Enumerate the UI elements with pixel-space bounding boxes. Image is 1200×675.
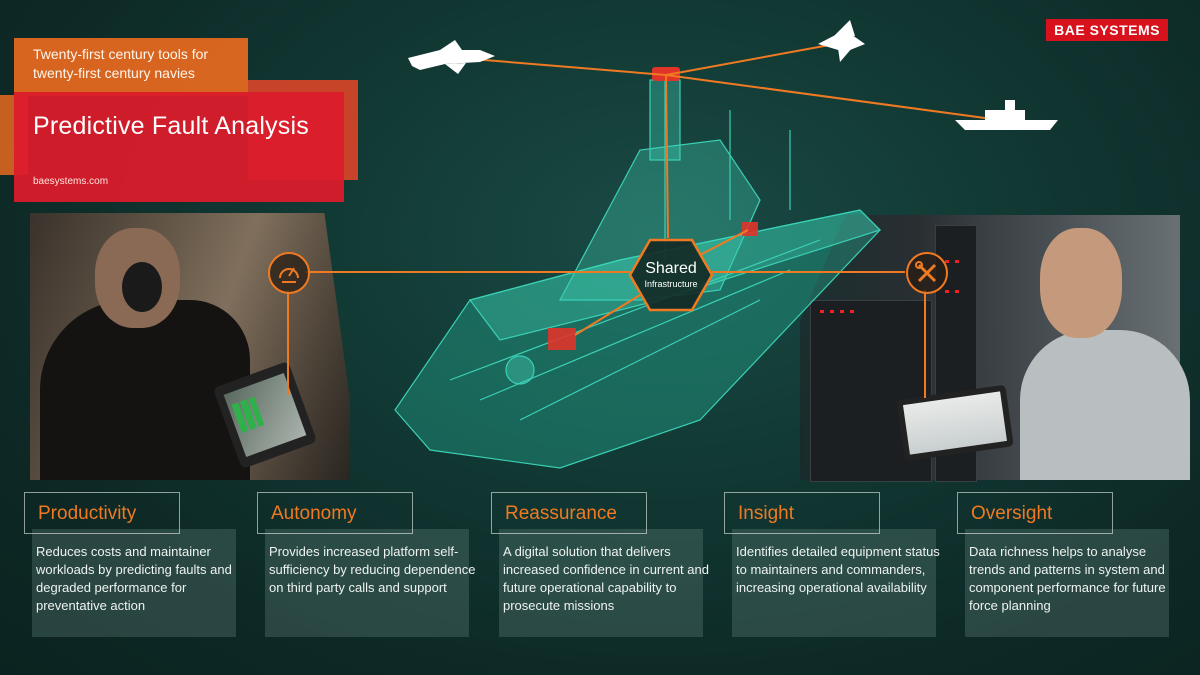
card-text: Provides increased platform self-suffici… <box>269 544 476 595</box>
card-body <box>499 529 703 637</box>
card-text: A digital solution that delivers increas… <box>503 544 709 613</box>
card-header <box>24 492 180 534</box>
card-title: Insight <box>738 503 794 524</box>
card-body <box>965 529 1169 637</box>
card-text: Reduces costs and maintainer workloads b… <box>36 544 232 613</box>
card-body <box>265 529 469 637</box>
header-subtitle: Twenty-first century tools for twenty-fi… <box>33 46 209 81</box>
site-url[interactable]: baesystems.com <box>33 176 109 187</box>
shared-infrastructure-hexagon <box>628 238 714 312</box>
page-title: Predictive Fault Analysis <box>33 112 309 140</box>
card-text: Identifies detailed equipment status to … <box>736 544 940 595</box>
gauge-icon[interactable] <box>268 252 310 294</box>
ship-icon <box>955 100 1058 130</box>
card-body <box>32 529 236 637</box>
card-text: Data richness helps to analyse trends an… <box>969 544 1166 613</box>
card-header <box>957 492 1113 534</box>
fault-component <box>742 222 758 236</box>
hub-subtitle: Infrastructure <box>644 279 698 289</box>
card-title: Reassurance <box>505 503 617 524</box>
card-title: Oversight <box>971 503 1053 524</box>
card-title: Autonomy <box>271 503 357 524</box>
jet-icon <box>818 20 865 62</box>
fault-component <box>548 328 576 350</box>
hub-title: Shared <box>645 260 697 277</box>
bae-logo: BAE SYSTEMS <box>1046 19 1168 41</box>
headset-icon <box>122 262 162 312</box>
wrench-screwdriver-icon[interactable] <box>906 252 948 294</box>
card-header <box>491 492 647 534</box>
header-orange-block <box>14 38 248 96</box>
jet-icon <box>408 40 495 74</box>
card-header <box>257 492 413 534</box>
card-header <box>724 492 880 534</box>
engineer-head <box>1040 228 1122 338</box>
ship-superstructure <box>559 139 761 301</box>
header-red-block <box>14 92 344 202</box>
engineer-figure <box>1020 330 1190 480</box>
card-title: Productivity <box>38 503 137 524</box>
card-body <box>732 529 936 637</box>
